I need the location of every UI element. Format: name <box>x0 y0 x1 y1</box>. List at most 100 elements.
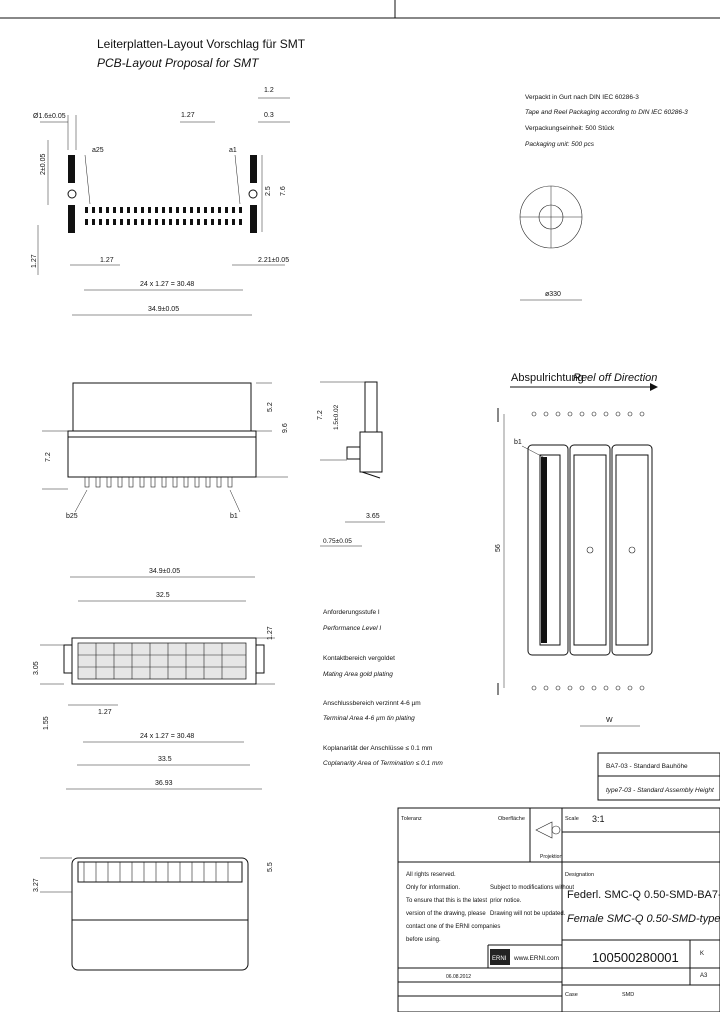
tape-connector-1-contacts <box>541 457 547 643</box>
side-label-b25: b25 <box>66 513 78 520</box>
rights-line-3: To ensure that this is the latest <box>406 898 487 904</box>
dim-12: 1.2 <box>264 87 274 94</box>
top-dim-349: 34.9±0.05 <box>149 568 180 575</box>
rights-line-4: version of the drawing, please <box>406 911 486 917</box>
bottom-dim-55: 5.5 <box>267 862 274 872</box>
reel-dim-56: 56 <box>495 544 502 552</box>
variant-line-1: BA7-03 - Standard Bauhöhe <box>606 763 688 770</box>
reel-diameter: ø330 <box>545 291 561 298</box>
top-dim-335: 33.5 <box>158 756 172 763</box>
sprocket-row-top <box>531 411 645 417</box>
variant-line-2: type7-03 - Standard Assembly Height <box>606 787 715 794</box>
side-view-pins <box>84 476 233 488</box>
right-pad-top <box>250 155 257 183</box>
tape-pocket-3 <box>611 444 653 656</box>
right-pad-bottom <box>250 205 257 233</box>
scale-label: Scale <box>565 816 579 822</box>
profile-dim-15: 1.5±0.02 <box>333 404 340 430</box>
side-view: 5.2 9.6 7.2 b25 b1 <box>42 382 289 520</box>
label-a1: a1 <box>229 147 237 154</box>
tape-pocket-2-inner <box>573 454 607 646</box>
reel-dim-w: W <box>606 717 613 724</box>
scale-value: 3:1 <box>592 814 605 824</box>
pcb-layout-view: Ø1.6±0.05 1.27 1.2 0.3 a25 a1 2±0.05 2.5… <box>31 87 290 316</box>
title-block: Toleranz Oberfläche Scale 3:1 Projektion… <box>397 807 720 1012</box>
profile-dim-365: 3.65 <box>366 513 380 520</box>
dim-25: 2.5 <box>265 186 272 196</box>
profile-view: 7.2 1.5±0.02 3.65 0.75±0.05 <box>317 381 385 547</box>
profile-dim-72: 7.2 <box>317 410 324 420</box>
note-3-en: Terminal Area 4-6 µm tin plating <box>323 715 415 722</box>
rights-line-1: All rights reserved. <box>406 872 456 878</box>
top-view-contact-field <box>77 642 247 680</box>
dim-127-side: 1.27 <box>31 254 38 268</box>
label-a25: a25 <box>92 147 104 154</box>
note-2-en: Mating Area gold plating <box>323 671 393 678</box>
subject-line-1: Subject to modifications without <box>490 885 574 891</box>
side-dim-96: 9.6 <box>282 423 289 433</box>
rights-line-5: contact one of the ERNI companies <box>406 924 500 930</box>
dim-221: 2.21±0.05 <box>258 257 289 264</box>
profile-pin <box>346 446 361 460</box>
dim-76: 7.6 <box>280 186 287 196</box>
reel-direction-view: Abspulrichtung Reel off Direction b1 <box>495 372 658 727</box>
note-4-en: Coplanarity Area of Termination ≤ 0.1 mm <box>323 760 443 767</box>
tolerance-label: Toleranz <box>401 816 422 822</box>
dim-2: 2±0.05 <box>40 154 47 175</box>
revision-label: K <box>700 951 704 957</box>
side-label-b1: b1 <box>230 513 238 520</box>
top-dim-325: 32.5 <box>156 592 170 599</box>
side-view-body <box>67 430 257 478</box>
side-dim-52: 5.2 <box>267 402 274 412</box>
note-4-de: Koplanarität der Anschlüsse ≤ 0.1 mm <box>323 745 432 752</box>
projection-label: Projektion <box>540 854 562 860</box>
subject-line-2: prior notice. <box>490 898 522 904</box>
packaging-line-2: Tape and Reel Packaging according to DIN… <box>525 109 688 116</box>
sprocket-row-bottom <box>531 685 645 691</box>
top-view-latch-right <box>255 644 265 674</box>
packaging-line-1: Verpackt in Gurt nach DIN IEC 60286-3 <box>525 94 639 101</box>
dim-span: 24 x 1.27 = 30.48 <box>140 281 194 288</box>
tape-pocket-2-hole <box>586 546 594 554</box>
left-pad-top <box>68 155 75 183</box>
variant-box: BA7-03 - Standard Bauhöhe type7-03 - Sta… <box>597 752 720 801</box>
packaging-line-3: Verpackungseinheit: 500 Stück <box>525 125 615 132</box>
pad-row-top <box>85 207 242 213</box>
profile-body <box>359 431 383 473</box>
dim-total: 34.9±0.05 <box>148 306 179 313</box>
note-3-de: Anschlussbereich verzinnt 4-6 µm <box>323 700 421 707</box>
erni-url[interactable]: www.ERNI.com <box>513 955 559 962</box>
tape-connector-1 <box>539 454 561 646</box>
bottom-dim-327: 3.27 <box>33 878 40 892</box>
part-name-en: Female SMC-Q 0.50-SMD-type7-03 <box>567 913 720 925</box>
dim-pitch-top: 1.27 <box>181 112 195 119</box>
projection-symbol-icon <box>535 821 561 839</box>
title-de: Leiterplatten-Layout Vorschlag für SMT <box>97 37 306 51</box>
title-en: PCB-Layout Proposal for SMT <box>97 56 260 70</box>
top-dim-span: 24 x 1.27 = 30.48 <box>140 733 194 740</box>
left-pad-bottom <box>68 205 75 233</box>
designation-label: Designation <box>565 872 594 878</box>
erni-logo <box>490 949 510 965</box>
bottom-view: 3.27 5.5 <box>33 857 274 971</box>
reel-arrow-head <box>650 383 658 391</box>
rights-line-6: before using. <box>406 937 441 943</box>
finish-label: Oberfläche <box>498 816 525 822</box>
tape-pocket-3-inner <box>615 454 649 646</box>
top-dim-127: 1.27 <box>267 626 274 640</box>
packaging-info: Verpackt in Gurt nach DIN IEC 60286-3 Ta… <box>519 94 688 301</box>
date-value: 06.08.2012 <box>446 974 471 980</box>
side-view-housing <box>72 382 252 432</box>
left-hole <box>67 189 77 199</box>
reel-title-de: Abspulrichtung <box>511 372 584 384</box>
profile-dim-075: 0.75±0.05 <box>323 538 352 545</box>
part-name-de: Federl. SMC-Q 0.50-SMD-BA7-03 <box>567 889 720 901</box>
size-label: A3 <box>700 973 708 979</box>
bottom-view-pinrow <box>77 861 243 883</box>
side-dim-72: 7.2 <box>45 452 52 462</box>
erni-logo-text: ERNI <box>492 956 507 962</box>
top-dim-127-pin: 1.27 <box>98 709 112 716</box>
rights-line-2: Only for information. <box>406 885 460 891</box>
profile-housing <box>364 381 378 433</box>
dim-top-left: Ø1.6±0.05 <box>33 113 66 120</box>
